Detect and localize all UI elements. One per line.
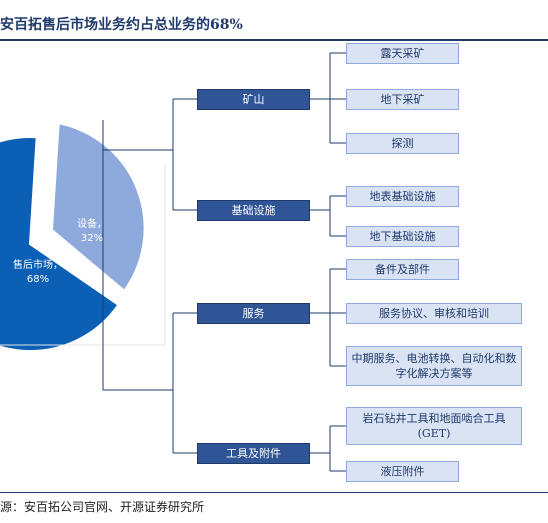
leaf-midlife-services: 中期服务、电池转换、自动化和数字化解决方案等 <box>346 346 522 386</box>
source-note: 源：安百拓公司官网、开源证券研究所 <box>0 500 205 514</box>
pie-label-equipment-name: 设备， <box>77 219 107 230</box>
category-service: 服务 <box>197 303 310 324</box>
leaf-underground-mining: 地下采矿 <box>346 89 459 110</box>
leaf-spare-parts: 备件及部件 <box>346 259 459 280</box>
title-divider <box>0 39 548 41</box>
category-tools: 工具及附件 <box>197 443 310 464</box>
leaf-surface-mining: 露天采矿 <box>346 43 459 64</box>
leaf-service-agreements: 服务协议、审核和培训 <box>346 303 522 324</box>
pie-label-equipment: 设备， 32% <box>64 218 120 246</box>
leaf-underground-infrastructure: 地下基础设施 <box>346 226 459 247</box>
page-title: 安百拓售后市场业务约占总业务的68% <box>0 17 243 33</box>
connector-lines <box>102 52 346 472</box>
category-mining: 矿山 <box>197 89 310 110</box>
pie-chart <box>0 121 146 353</box>
pie-slice-aftermarket <box>0 136 120 353</box>
category-infrastructure: 基础设施 <box>197 200 310 221</box>
leaf-surface-infrastructure: 地表基础设施 <box>346 186 459 207</box>
pie-label-aftermarket: 售后市场， 68% <box>10 259 66 287</box>
leaf-exploration: 探测 <box>346 133 459 154</box>
pie-label-equipment-value: 32% <box>80 233 104 244</box>
leaf-drilling-tools: 岩石钻井工具和地面啮合工具(GET) <box>346 407 522 445</box>
leaf-hydraulic-attachments: 液压附件 <box>346 461 459 482</box>
pie-slice-equipment <box>50 121 146 293</box>
pie-label-aftermarket-name: 售后市场， <box>13 260 63 271</box>
footer-divider <box>0 492 548 493</box>
pie-label-aftermarket-value: 68% <box>26 274 50 285</box>
